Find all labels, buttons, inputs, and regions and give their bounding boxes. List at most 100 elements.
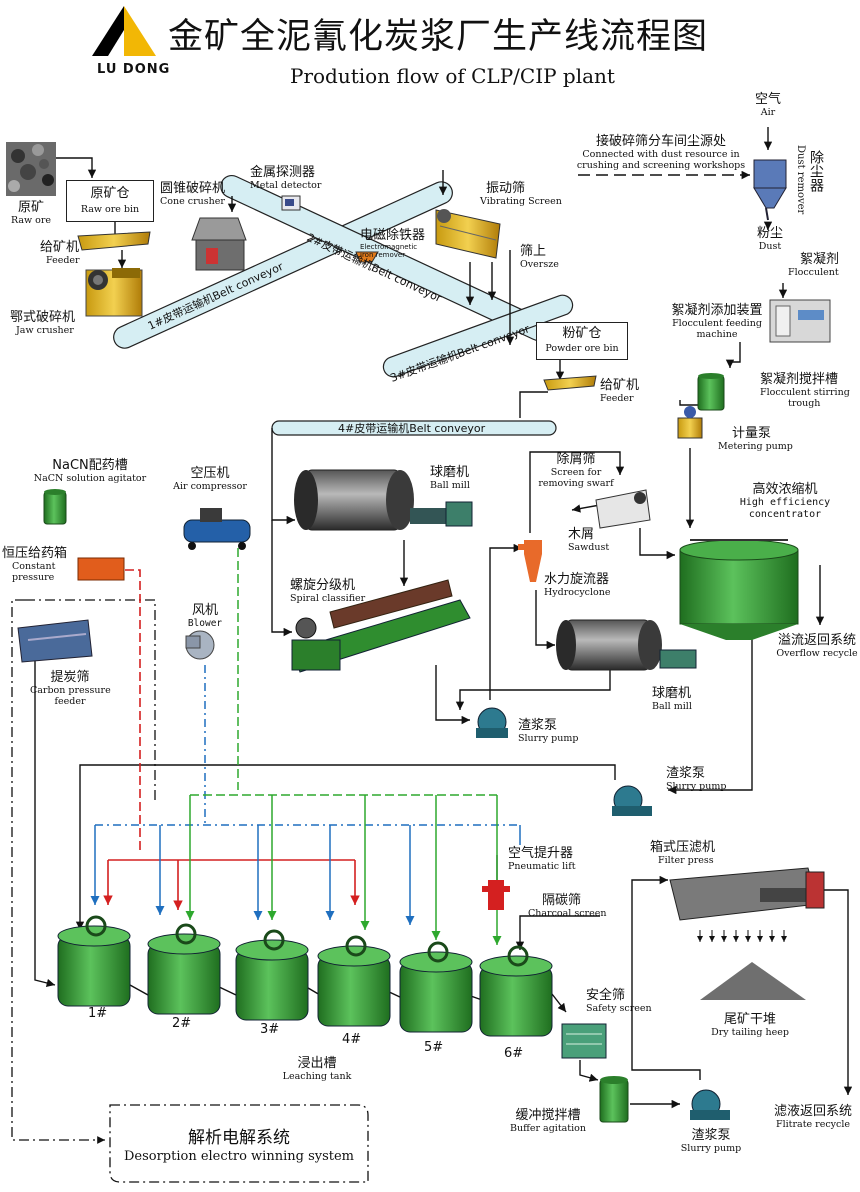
ball-mill-1-illustration bbox=[294, 469, 473, 531]
tank-number-3: 3# bbox=[260, 1022, 280, 1037]
filter-drip-arrows bbox=[697, 930, 787, 942]
concentrator-illustration bbox=[679, 539, 799, 640]
raw-ore-bin-box: 原矿仓 Raw ore bin bbox=[66, 180, 154, 222]
conveyor-4-label: 4#皮带运输机Belt conveyor bbox=[338, 421, 486, 435]
leaching-tank-6-illustration bbox=[479, 945, 553, 1037]
compressor-air-lines bbox=[190, 548, 497, 796]
flocculent-feeding-illustration bbox=[769, 299, 831, 343]
spiral-classifier-illustration bbox=[291, 579, 471, 673]
metal-detector-illustration bbox=[281, 195, 301, 211]
dust-remover-en-label: Dust remover bbox=[795, 145, 806, 215]
buffer-agitation-illustration bbox=[599, 1076, 629, 1123]
nacn-reagent-lines bbox=[125, 569, 141, 850]
process-lines bbox=[34, 127, 853, 1109]
slurry-pump-1-illustration bbox=[476, 707, 508, 738]
feeder-1-illustration bbox=[77, 231, 151, 251]
raw-ore-illustration bbox=[6, 142, 56, 196]
carbon-lines bbox=[11, 599, 156, 1144]
ludong-logo bbox=[92, 6, 156, 56]
tank-number-4: 4# bbox=[342, 1032, 362, 1047]
powder-ore-bin-box: 粉矿仓 Powder ore bin bbox=[536, 322, 628, 360]
tank-number-2: 2# bbox=[172, 1016, 192, 1031]
flocculent-feeding-label: 絮凝剂添加装置 Flocculent feeding machine bbox=[671, 303, 763, 340]
desorption-system-label: 解析电解系统 Desorption electro winning system bbox=[123, 1128, 355, 1164]
blower-air-lines bbox=[95, 665, 520, 826]
swarf-screen-label: 除屑筛 Screen for removing swarf bbox=[538, 452, 614, 489]
slurry-pump-2-illustration bbox=[612, 785, 652, 816]
leaching-tank-3-illustration bbox=[235, 929, 309, 1021]
slurry-pump-3-illustration bbox=[690, 1089, 730, 1120]
flocculent-trough-label: 絮凝剂搅拌槽 Flocculent stirring trough bbox=[760, 372, 850, 409]
leaching-tanks bbox=[57, 915, 553, 1037]
concentrator-label: 高效浓缩机 High efficiency concentrator bbox=[739, 482, 831, 520]
hydrocyclone-illustration bbox=[518, 540, 542, 582]
belt-conveyor-1 bbox=[113, 181, 453, 349]
safety-screen-illustration bbox=[561, 1023, 607, 1059]
compressor-air-drops bbox=[185, 795, 502, 945]
cone-crusher-illustration bbox=[191, 217, 247, 271]
air-compressor-illustration bbox=[183, 508, 251, 550]
tank-number-5: 5# bbox=[424, 1040, 444, 1055]
dust-remover-zh-label: 除尘器 bbox=[808, 150, 824, 192]
title-en: Prodution flow of CLP/CIP plant bbox=[290, 64, 615, 88]
dust-source-label: 接破碎筛分车间尘源处 Connected with dust resource … bbox=[576, 134, 746, 171]
carbon-feeder-label: 提炭筛 Carbon pressure feeder bbox=[30, 670, 111, 707]
tank-number-6: 6# bbox=[504, 1046, 524, 1061]
dry-tailing-heap-illustration bbox=[700, 962, 806, 1000]
swarf-screen-illustration bbox=[595, 489, 651, 529]
feeder-2-illustration bbox=[543, 375, 597, 391]
em-iron-remover-label: 电磁除铁器 Electromagnetic iron remover bbox=[360, 228, 426, 259]
dust-remover-illustration bbox=[753, 159, 787, 221]
belt-conveyor-3 bbox=[382, 294, 574, 378]
nacn-distribution bbox=[103, 859, 360, 910]
filter-press-illustration bbox=[669, 867, 825, 921]
ball-mill-2-illustration bbox=[556, 619, 697, 671]
flocculent-trough-illustration bbox=[697, 373, 725, 411]
jaw-crusher-illustration bbox=[85, 268, 143, 317]
leaching-tank-5-illustration bbox=[399, 941, 473, 1033]
blower-air-drops bbox=[90, 825, 521, 925]
em-iron-remover-illustration bbox=[355, 251, 379, 263]
leaching-tank-2-illustration bbox=[147, 923, 221, 1015]
leaching-tank-4-illustration bbox=[317, 935, 391, 1027]
leaching-tank-1-illustration bbox=[57, 915, 131, 1007]
tank-number-1: 1# bbox=[88, 1006, 108, 1021]
logo-text: LU DONG bbox=[97, 62, 171, 77]
title-zh: 金矿全泥氰化炭浆厂生产线流程图 bbox=[168, 17, 709, 57]
nacn-agitator-illustration bbox=[43, 489, 67, 525]
metering-pump-illustration bbox=[677, 406, 703, 439]
constant-pressure-label: 恒压给药箱 Constant pressure bbox=[2, 546, 68, 583]
blower-label: 风机 Blower bbox=[187, 603, 223, 629]
pneumatic-lift-illustration bbox=[482, 880, 510, 910]
vibrating-screen-illustration bbox=[435, 209, 501, 259]
blower-illustration bbox=[185, 630, 215, 660]
